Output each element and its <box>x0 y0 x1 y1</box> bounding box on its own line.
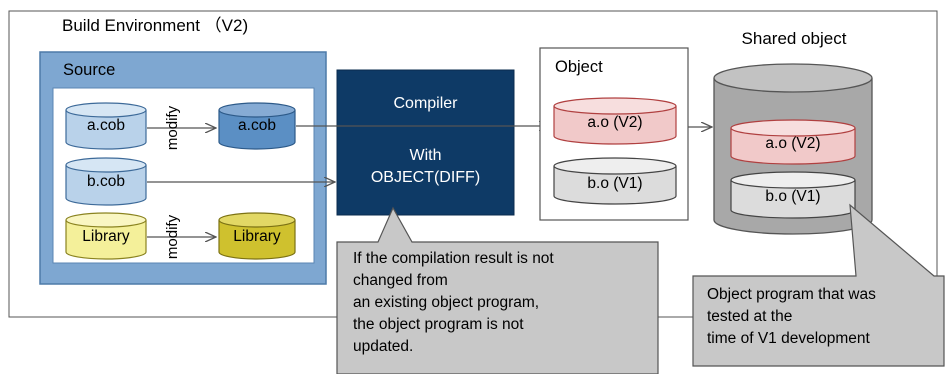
shared-a-o-cylinder <box>730 119 856 165</box>
compiler-title: Compiler <box>393 95 458 112</box>
compilation-callout-shape <box>336 206 659 374</box>
compiler-with-label: With <box>409 147 442 164</box>
modify-label-library: modify <box>164 214 181 260</box>
a-cob-modified-cylinder <box>218 102 296 150</box>
object-a-o-cylinder <box>553 97 677 145</box>
object-b-o-cylinder <box>553 157 677 205</box>
shared-b-o-cylinder <box>730 171 856 219</box>
b-cob-cylinder <box>65 157 147 206</box>
library-cylinder <box>65 212 147 260</box>
object-title: Object <box>555 58 603 76</box>
library-label: Library <box>82 228 130 245</box>
b-cob-label: b.cob <box>87 173 125 190</box>
modify-label-a-cob: modify <box>164 105 181 151</box>
compiler-box <box>336 69 515 216</box>
object-b-o-label: b.o (V1) <box>587 175 643 192</box>
tested-callout-text: Object program that was tested at the ti… <box>707 286 876 347</box>
shared-a-o-label: a.o (V2) <box>765 135 821 152</box>
library-modified-label: Library <box>233 228 281 245</box>
shared-object-title: Shared object <box>741 29 847 48</box>
source-title: Source <box>63 61 116 79</box>
tested-callout-shape <box>692 203 945 367</box>
a-cob-modified-label: a.cob <box>238 117 276 134</box>
shared-b-o-label: b.o (V1) <box>765 188 821 205</box>
library-modified-cylinder <box>218 212 296 260</box>
build-environment-title: Build Environment （V2) <box>62 16 249 35</box>
compiler-option-label: OBJECT(DIFF) <box>370 169 481 186</box>
a-cob-cylinder <box>65 102 147 150</box>
object-a-o-label: a.o (V2) <box>587 114 643 131</box>
compilation-callout-text: If the compilation result is not changed… <box>353 250 554 355</box>
a-cob-label: a.cob <box>87 117 125 134</box>
